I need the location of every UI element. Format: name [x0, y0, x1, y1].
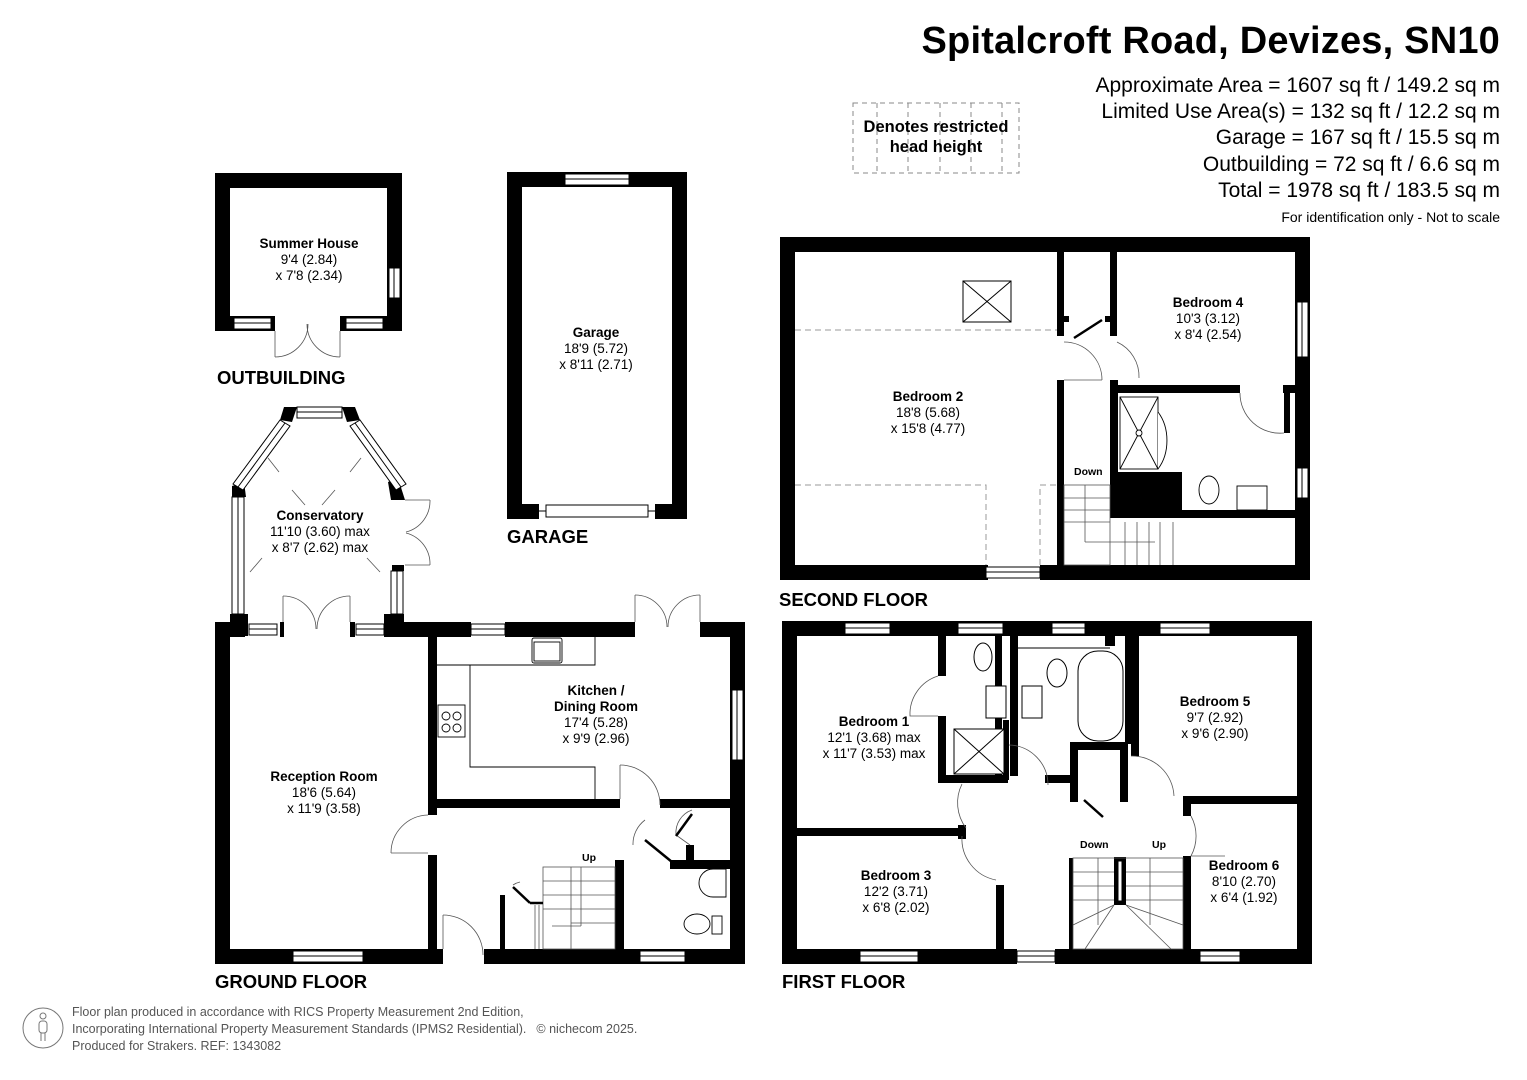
- stair-down-label-first: Down: [1080, 839, 1109, 851]
- room-reception: Reception Room 18'6 (5.64) x 11'9 (3.58): [270, 769, 378, 816]
- approximate-area: Approximate Area = 1607 sq ft / 149.2 sq…: [1095, 74, 1501, 97]
- property-title: Spitalcroft Road, Devizes, SN10: [921, 20, 1500, 62]
- stair-down-label: Down: [1074, 466, 1103, 478]
- total-area: Total = 1978 sq ft / 183.5 sq m: [1218, 178, 1500, 202]
- stair-up-label-first: Up: [1152, 839, 1166, 851]
- floor-label-outbuilding: OUTBUILDING: [217, 367, 346, 388]
- legend-line-2: head height: [889, 138, 983, 156]
- dashed-grid-icon: [852, 102, 1020, 174]
- floor-label-first: FIRST FLOOR: [782, 971, 906, 992]
- room-summer-house: Summer House 9'4 (2.84) x 7'8 (2.34): [259, 236, 359, 283]
- outbuilding-area: Outbuilding = 72 sq ft / 6.6 sq m: [1202, 152, 1500, 176]
- floor-label-garage: GARAGE: [507, 526, 589, 547]
- scale-note: For identification only - Not to scale: [1281, 209, 1500, 225]
- footer-disclaimer: Floor plan produced in accordance with R…: [72, 1004, 637, 1055]
- garage-area: Garage = 167 sq ft / 15.5 sq m: [1215, 126, 1500, 150]
- footer-line-2: Incorporating International Property Mea…: [72, 1022, 527, 1036]
- room-bedroom-4: Bedroom 4 10'3 (3.12) x 8'4 (2.54): [1172, 295, 1244, 342]
- room-bedroom-5: Bedroom 5 9'7 (2.92) x 9'6 (2.90): [1179, 694, 1251, 741]
- limited-use-area: Limited Use Area(s) = 132 sq ft / 12.2 s…: [1101, 100, 1500, 124]
- room-bedroom-3: Bedroom 3 12'2 (3.71) x 6'8 (2.02): [860, 868, 932, 915]
- person-scale-icon: [22, 1007, 64, 1049]
- stair-up-label: Up: [582, 852, 596, 864]
- room-conservatory: Conservatory 11'10 (3.60) max x 8'7 (2.6…: [270, 508, 370, 555]
- room-bedroom-2: Bedroom 2 18'8 (5.68) x 15'8 (4.77): [890, 389, 966, 436]
- room-bedroom-1: Bedroom 1 12'1 (3.68) max x 11'7 (3.53) …: [822, 714, 926, 761]
- floor-label-ground: GROUND FLOOR: [215, 971, 368, 992]
- room-kitchen-dining: Kitchen / Dining Room 17'4 (5.28) x 9'9 …: [554, 683, 638, 746]
- area-summary: Approximate Area = 1607 sq ft / 149.2 sq…: [1096, 73, 1501, 204]
- legend-line-1: Denotes restricted: [863, 118, 1009, 136]
- room-garage: Garage 18'9 (5.72) x 8'11 (2.71): [559, 325, 633, 372]
- footer-copyright: © nichecom 2025.: [536, 1022, 638, 1036]
- restricted-head-height-legend: Denotes restricted head height: [852, 102, 1020, 174]
- footer-line-1: Floor plan produced in accordance with R…: [72, 1005, 524, 1019]
- floor-label-second: SECOND FLOOR: [779, 589, 929, 610]
- footer-line-3: Produced for Strakers. REF: 1343082: [72, 1039, 282, 1053]
- room-bedroom-6: Bedroom 6 8'10 (2.70) x 6'4 (1.92): [1208, 858, 1280, 905]
